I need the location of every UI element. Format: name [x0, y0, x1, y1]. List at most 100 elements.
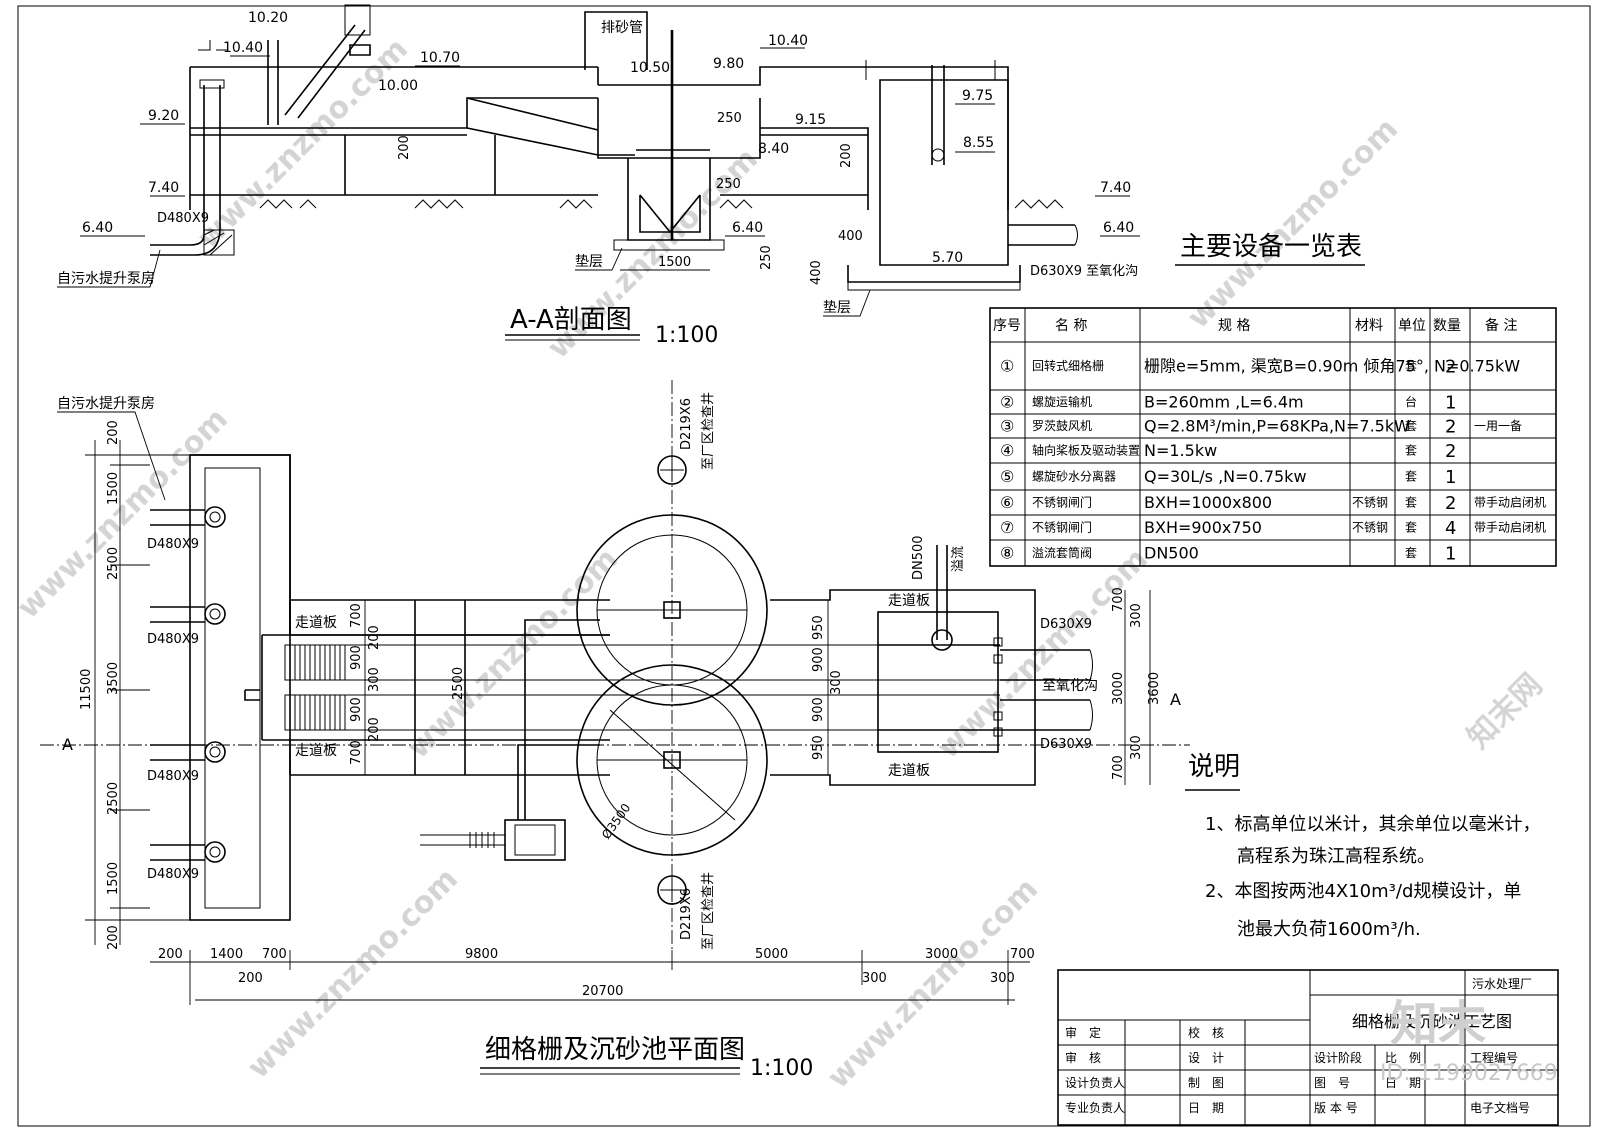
pipe-out-label: D630X9 至氧化沟 [1030, 264, 1138, 279]
brand-logo-text: 知末 [1390, 996, 1486, 1052]
notes-line: 池最大负荷1600m³/h. [1237, 919, 1421, 940]
elev: 9.80 [713, 56, 744, 72]
row-spec: N=1.5kw [1144, 441, 1217, 460]
dim: 250 [716, 177, 741, 192]
row-no: ⑧ [1000, 544, 1014, 563]
elev: 10.40 [223, 40, 263, 56]
row-unit: 套 [1405, 359, 1417, 373]
elev: 7.40 [1100, 180, 1131, 196]
dim: 3500 [106, 662, 121, 695]
dim: 200 [367, 625, 382, 650]
row-note: 带手动启闭机 [1474, 521, 1546, 535]
section-dims: 200 250 250 200 250 400 400 [397, 111, 863, 285]
dim: 1500 [106, 862, 121, 895]
table-title: 主要设备一览表 [1180, 232, 1362, 262]
dim: 900 [811, 697, 826, 722]
dim: 700 [262, 947, 287, 962]
row-name: 不锈钢闸门 [1032, 495, 1092, 510]
dim-1500: 1500 [658, 255, 691, 270]
inlet-label: D480X9 [147, 632, 199, 647]
overflow-label: 溢流 [951, 546, 966, 572]
elev: 5.70 [932, 250, 963, 266]
dim: 1500 [106, 472, 121, 505]
elevation-labels: 10.20 10.40 10.70 10.00 10.50 9.80 10.40… [82, 10, 1134, 266]
section-mark-left: A [62, 735, 73, 754]
dim: 200 [238, 971, 263, 986]
row-spec: Q=30L/s ,N=0.75kw [1144, 467, 1307, 486]
row-name: 罗茨鼓风机 [1032, 419, 1092, 433]
dim: 2500 [451, 667, 466, 700]
row-spec: BXH=1000x800 [1144, 493, 1272, 512]
dim: 950 [811, 615, 826, 640]
left-dims: 200 1500 2500 3500 2500 1500 200 11500 [79, 420, 121, 950]
outlet-pipe-label: D630X9 [1040, 737, 1092, 752]
row-spec: B=260mm ,L=6.4m [1144, 393, 1304, 412]
tb-label: 设计阶段 [1314, 1050, 1362, 1065]
dim: 1400 [210, 947, 243, 962]
image-id: ID: 1199027669 [1380, 1061, 1558, 1086]
tb-label: 专业负责人 [1065, 1100, 1125, 1115]
walkway-label: 走道板 [888, 763, 930, 779]
tb-label: 工程编号 [1470, 1050, 1518, 1065]
sheet-border [17, 5, 1591, 1127]
ground-hatch [259, 199, 1064, 209]
row-material: 不锈钢 [1352, 496, 1388, 510]
walkway-label: 走道板 [295, 615, 337, 631]
elev: 9.15 [795, 112, 826, 128]
plan-from-pump: 自污水提升泵房 [57, 396, 155, 412]
section-view: 排砂管 10.20 10.40 10.70 10.00 10.50 9.80 1… [57, 4, 1140, 348]
to-oxidation-label: 至氧化沟 [1042, 678, 1098, 694]
dim: 2500 [106, 782, 121, 815]
dim: 700 [349, 603, 364, 628]
row-unit: 套 [1405, 496, 1417, 510]
row-qty: 2 [1445, 493, 1456, 514]
row-unit: 套 [1405, 546, 1417, 560]
walkway-label: 走道板 [888, 593, 930, 609]
tb-label: 日 期 [1188, 1101, 1224, 1115]
dim: 3000 [925, 947, 958, 962]
tb-label: 比 例 [1385, 1051, 1421, 1065]
inlet-pipes [150, 506, 226, 863]
dim: 200 [397, 135, 412, 160]
row-no: ⑥ [1000, 493, 1014, 512]
notes-line: 高程系为珠江高程系统。 [1237, 846, 1435, 867]
elev: 8.55 [963, 135, 994, 151]
row-unit: 套 [1405, 419, 1417, 433]
walkway-label: 走道板 [295, 743, 337, 759]
inlet-label: D480X9 [147, 537, 199, 552]
pipe-in-label: D480X9 [157, 211, 209, 226]
dim: 400 [838, 229, 863, 244]
dim: 900 [349, 645, 364, 670]
row-no: ⑦ [1000, 518, 1014, 537]
dim: 300 [1129, 603, 1144, 628]
elev: 6.40 [1103, 220, 1134, 236]
from-pump-label: 自污水提升泵房 [57, 271, 155, 287]
row-spec: DN500 [1144, 544, 1199, 563]
section-title: A-A剖面图 [510, 305, 632, 335]
dim: 200 [839, 143, 854, 168]
elev: 9.75 [962, 88, 993, 104]
row-unit: 套 [1405, 444, 1417, 458]
row-material: 不锈钢 [1352, 521, 1388, 535]
dn500-label: DN500 [911, 535, 926, 580]
dim: 250 [717, 111, 742, 126]
dim: 300 [1129, 735, 1144, 760]
row-no: ⑤ [1000, 467, 1014, 486]
tb-label: 电子文档号 [1470, 1100, 1530, 1115]
dim: 200 [106, 925, 121, 950]
dim: 200 [106, 420, 121, 445]
row-qty: 1 [1445, 467, 1456, 488]
row-name: 轴向桨板及驱动装置 [1032, 443, 1140, 458]
plan-title: 细格栅及沉砂池平面图 [485, 1035, 745, 1065]
row-note: 带手动启闭机 [1474, 496, 1546, 510]
dim: 700 [1111, 587, 1126, 612]
tb-label: 制 图 [1188, 1076, 1224, 1090]
pipe-label: 至厂区检查井 [701, 872, 716, 950]
overall-dim: 20700 [582, 984, 623, 999]
